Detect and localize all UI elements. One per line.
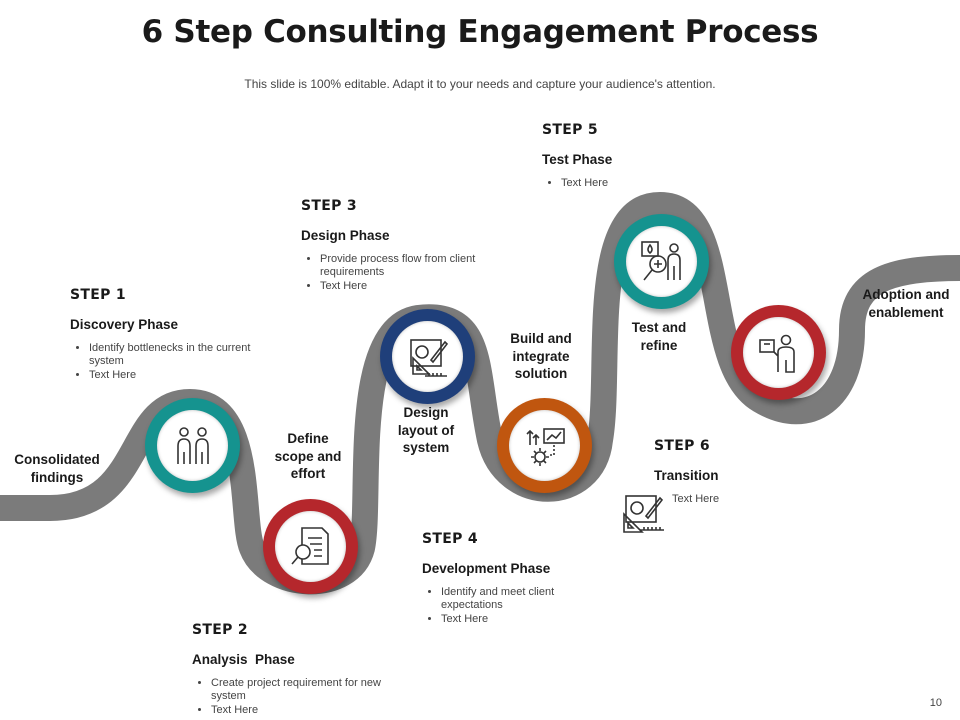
slide-title: 6 Step Consulting Engagement Process [141,14,819,50]
step5-number: STEP 5 [542,122,598,138]
road-label-test: Test and refine [631,320,687,353]
presenter-board-icon [758,334,795,373]
road-label-start: Consolidated findings [14,452,100,485]
step6-phase: Transition [654,468,719,483]
step3-phase: Design Phase [301,228,390,243]
step2-phase: Analysis Phase [192,652,295,667]
step1-block: STEP 1 Discovery Phase Identify bottlene… [70,287,260,383]
road-label-design: Design layout of system [397,405,455,455]
step4-bullets: Identify and meet client expectations Te… [422,586,591,626]
step2-bullet: Text Here [211,704,382,717]
slide-subtitle: This slide is 100% editable. Adapt it to… [244,77,716,91]
step2-bullet: Create project requirement for new syste… [211,677,382,703]
step6-block: STEP 6 Transition Text Here [654,438,774,505]
step2-block: STEP 2 Analysis Phase Create project req… [192,622,382,718]
step4-circle [497,398,592,493]
step4-phase: Development Phase [422,561,551,576]
step6-circle [731,305,826,400]
design-tools-icon [409,338,448,377]
design-tools-icon [623,495,664,533]
step6-number: STEP 6 [654,438,710,454]
gear-chart-icon [525,427,565,466]
step5-block: STEP 5 Test Phase Text Here [542,122,732,191]
page-number: 10 [929,697,942,709]
step2-circle [263,499,358,594]
step3-circle [380,309,475,404]
step1-phase: Discovery Phase [70,317,179,332]
document-search-icon [290,526,329,565]
step2-bullets: Create project requirement for new syste… [192,677,382,717]
step3-bullets: Provide process flow from client require… [301,253,491,293]
step5-phase: Test Phase [542,152,613,167]
step1-number: STEP 1 [70,287,126,303]
two-people-icon [176,426,209,464]
step4-number: STEP 4 [422,531,478,547]
step4-block: STEP 4 Development Phase Identify and me… [422,531,612,627]
step1-circle [145,398,240,493]
road-label-build: Build and integrate solution [510,331,572,381]
step2-number: STEP 2 [192,622,248,638]
step5-bullet: Text Here [561,177,732,190]
step4-bullet: Identify and meet client expectations [441,586,591,612]
step3-bullet: Text Here [320,280,491,293]
step6-text: Text Here [672,493,720,505]
step3-block: STEP 3 Design Phase Provide process flow… [301,198,491,294]
step1-bullet: Text Here [89,369,260,382]
step1-bullet: Identify bottlenecks in the current syst… [89,342,260,368]
road-label-define: Define scope and effort [274,431,342,481]
step5-circle [614,214,709,309]
step3-number: STEP 3 [301,198,357,214]
step5-bullets: Text Here [542,177,732,190]
analysis-person-icon [640,240,681,280]
step1-bullets: Identify bottlenecks in the current syst… [70,342,260,382]
step4-bullet: Text Here [441,613,591,626]
step3-bullet: Provide process flow from client require… [320,253,491,279]
road-label-end: Adoption and enablement [862,287,950,320]
